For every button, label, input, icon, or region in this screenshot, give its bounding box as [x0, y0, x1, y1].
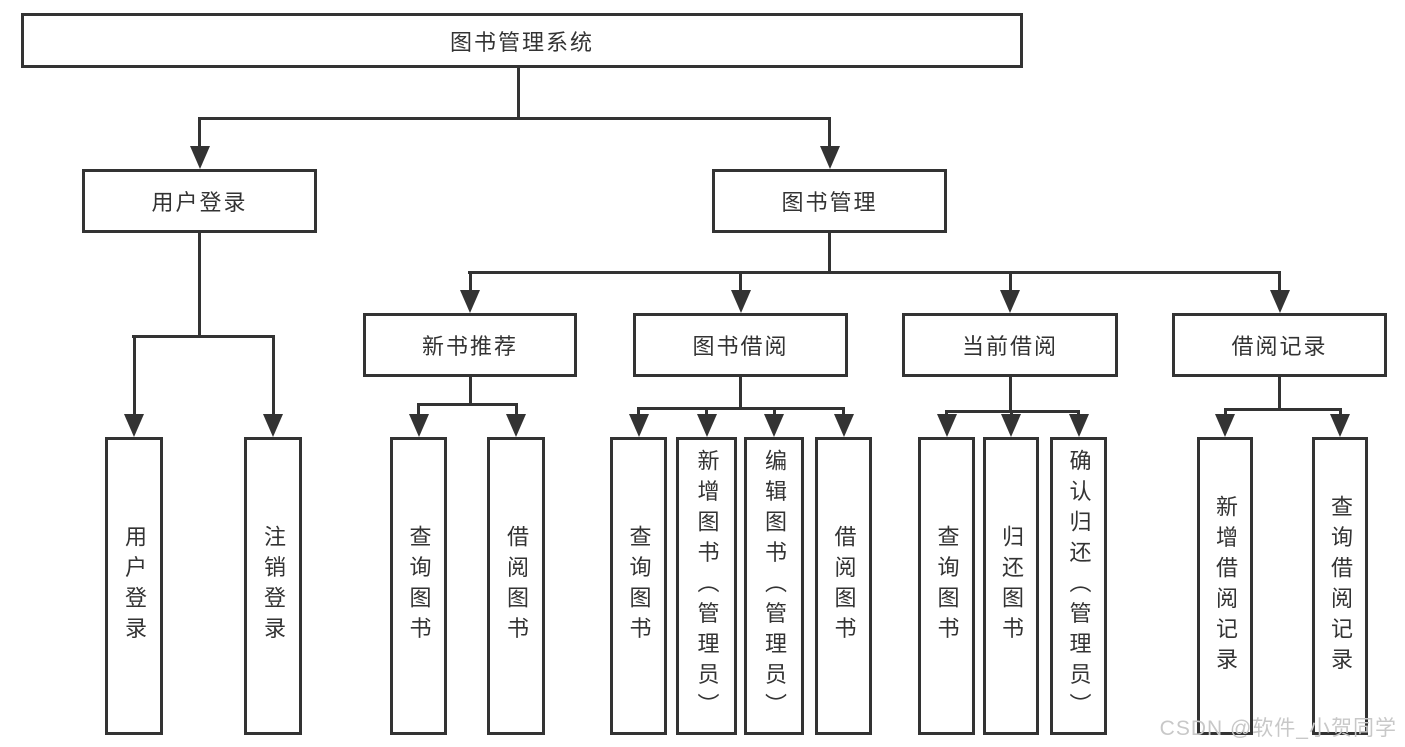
arrowhead-down	[936, 414, 957, 437]
connector-vline	[517, 68, 520, 120]
node-borrow-records: 借阅记录	[1172, 313, 1387, 377]
connector-vline	[1223, 408, 1227, 414]
arrowhead-down	[1215, 414, 1235, 437]
node-library-system: 图书管理系统	[21, 13, 1023, 68]
leaf-current-return-books: 归还图书	[983, 437, 1039, 735]
connector-vline	[828, 233, 831, 273]
connector-hline	[198, 117, 831, 120]
connector-vline	[1008, 271, 1012, 291]
leaf-current-query-books: 查询图书	[918, 437, 975, 735]
arrowhead-down	[1001, 414, 1021, 437]
leaf-recommend-query-books: 查询图书	[390, 437, 447, 735]
connector-hline	[468, 271, 1281, 274]
connector-vline	[132, 335, 136, 414]
leaf-logout: 注销登录	[244, 437, 302, 735]
leaf-records-query-record: 查询借阅记录	[1312, 437, 1368, 735]
connector-vline	[1008, 377, 1012, 413]
leaf-borrow-edit-books-admin: 编辑图书（管理员）	[744, 437, 804, 735]
node-book-borrow: 图书借阅	[633, 313, 848, 377]
connector-vline	[1278, 271, 1281, 291]
connector-vline	[468, 377, 472, 406]
connector-hline	[945, 410, 1080, 413]
arrowhead-down	[460, 290, 480, 313]
arrowhead-down	[833, 414, 854, 437]
connector-vline	[637, 407, 640, 414]
node-current-borrow: 当前借阅	[902, 313, 1118, 377]
arrowhead-down	[189, 146, 210, 169]
connector-vline	[1077, 410, 1080, 414]
arrowhead-down	[628, 414, 649, 437]
connector-vline	[1009, 410, 1013, 414]
connector-vline	[514, 403, 518, 414]
arrowhead-down	[819, 146, 840, 169]
leaf-borrow-query-books: 查询图书	[610, 437, 667, 735]
arrowhead-down	[124, 414, 144, 437]
connector-vline	[772, 407, 776, 414]
node-new-book-recommend: 新书推荐	[363, 313, 577, 377]
connector-vline	[739, 377, 742, 410]
leaf-borrow-add-books-admin: 新增图书（管理员）	[676, 437, 737, 735]
connector-vline	[705, 407, 708, 414]
connector-vline	[1338, 408, 1342, 414]
connector-vline	[828, 117, 831, 147]
leaf-current-confirm-return-admin: 确认归还（管理员）	[1050, 437, 1107, 735]
csdn-watermark: CSDN @软件_小贺同学	[1159, 717, 1397, 740]
arrowhead-down	[764, 414, 784, 437]
node-book-management: 图书管理	[712, 169, 947, 233]
connector-vline	[198, 233, 201, 337]
connector-hline	[417, 403, 518, 406]
leaf-user-login: 用户登录	[105, 437, 163, 735]
leaf-borrow-borrow-books: 借阅图书	[815, 437, 872, 735]
connector-vline	[739, 271, 742, 291]
arrowhead-down	[1330, 414, 1350, 437]
connector-vline	[945, 410, 948, 414]
arrowhead-down	[1000, 290, 1020, 313]
arrowhead-down	[408, 414, 429, 437]
connector-vline	[417, 403, 420, 414]
arrowhead-down	[263, 414, 283, 437]
connector-vline	[271, 335, 275, 414]
arrowhead-down	[1068, 414, 1089, 437]
arrowhead-down	[506, 414, 526, 437]
connector-vline	[198, 117, 201, 147]
leaf-recommend-borrow-books: 借阅图书	[487, 437, 545, 735]
arrowhead-down	[1269, 290, 1290, 313]
connector-vline	[468, 271, 472, 291]
connector-vline	[1278, 377, 1281, 411]
arrowhead-down	[730, 290, 751, 313]
connector-vline	[842, 407, 845, 414]
connector-hline	[132, 335, 274, 338]
connector-hline	[637, 407, 845, 410]
leaf-records-add-record: 新增借阅记录	[1197, 437, 1253, 735]
arrowhead-down	[696, 414, 717, 437]
node-user-login-branch: 用户登录	[82, 169, 317, 233]
connector-hline	[1223, 408, 1342, 411]
